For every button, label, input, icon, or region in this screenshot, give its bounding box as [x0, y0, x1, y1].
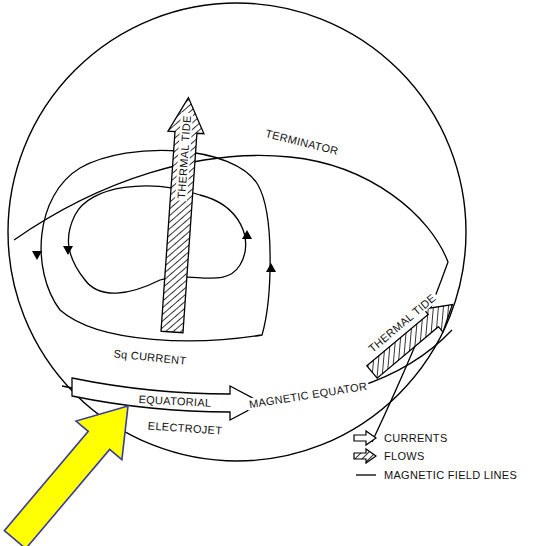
pointer-arrow [0, 387, 151, 546]
sq-current-outer-loop [41, 150, 270, 340]
terminator-line [14, 156, 448, 442]
legend-current-symbol [354, 431, 376, 445]
legend-field-line-symbol [356, 474, 376, 475]
legend-flow-symbol [354, 449, 376, 463]
legend-text: FLOWS [382, 450, 427, 462]
sq-current-inner-loop [68, 186, 245, 293]
legend-text: CURRENTS [382, 432, 450, 444]
legend-text: MAGNETIC FIELD LINES [382, 469, 519, 481]
current-arrowhead [63, 246, 73, 255]
current-arrowhead [266, 263, 276, 272]
globe-outline [8, 3, 466, 461]
thermal-tide-arrow [154, 96, 206, 333]
current-arrowhead [32, 251, 42, 260]
current-arrowhead [242, 230, 252, 239]
